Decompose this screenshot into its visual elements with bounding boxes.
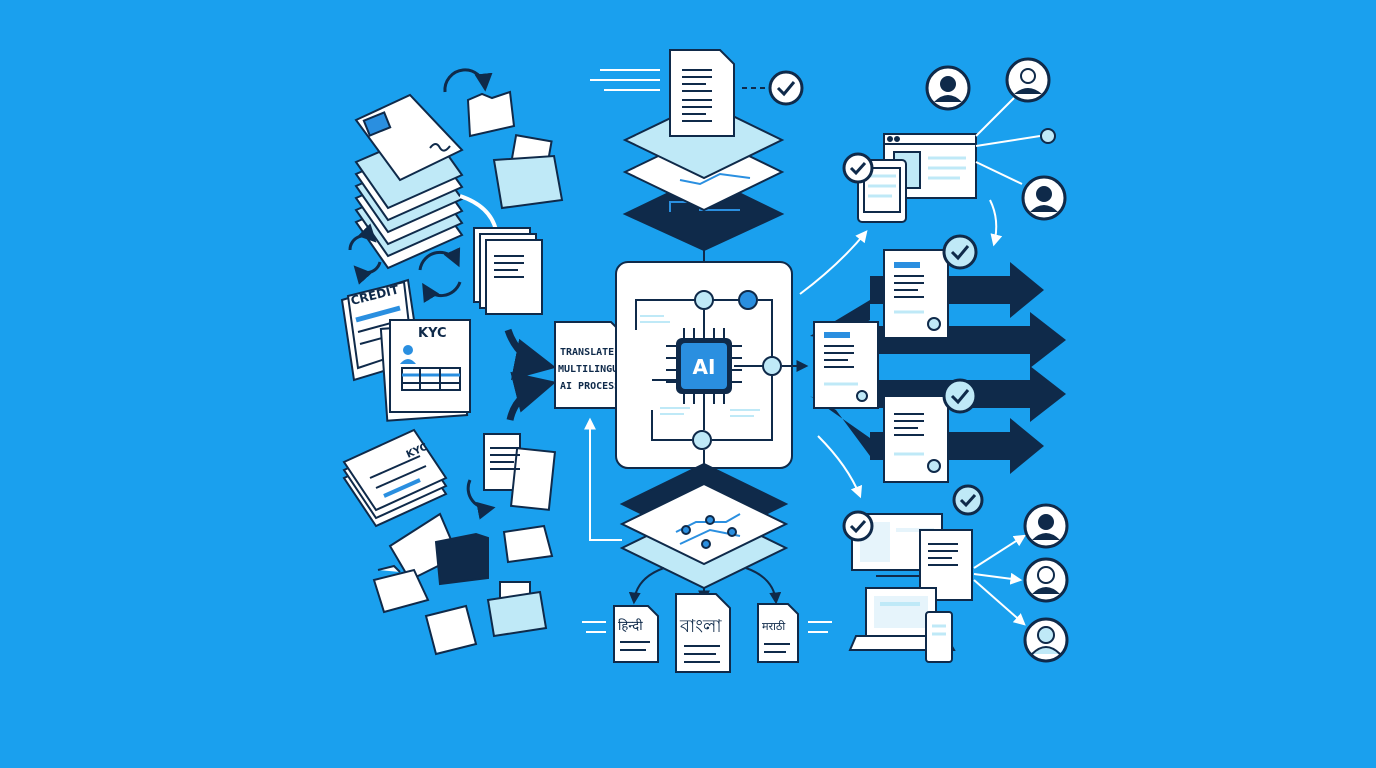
output-distribution: [799, 57, 1069, 663]
tablet-icon: [857, 159, 907, 223]
hindi-document: हिन्दी: [613, 605, 659, 663]
ai-chip-label: AI: [693, 355, 716, 379]
bengali-label: বাংলা: [679, 616, 722, 637]
ai-chip-icon: AI: [666, 328, 742, 404]
refresh-arrows-icon: [348, 68, 496, 520]
paper-stack: [354, 93, 464, 270]
translate-process-card: TRANSLATE MULTILINGUAL AI PROCESS: [554, 321, 630, 409]
user-avatar-icon: [1005, 57, 1051, 103]
process-line-2: MULTILINGUAL: [558, 364, 630, 375]
input-layer-stack: [622, 100, 785, 252]
marathi-label: मराठी: [762, 620, 785, 633]
kyc-document: [379, 319, 471, 422]
checkmark-icon: [942, 234, 978, 270]
process-line-3: AI PROCESS: [560, 381, 620, 392]
checkmark-icon: [952, 484, 984, 516]
checkmark-icon: [842, 152, 874, 184]
output-layer-stack: [619, 462, 789, 590]
phone-icon: [925, 611, 953, 663]
hindi-label: हिन्दी: [618, 618, 643, 634]
kyc-small-document-stack: [342, 428, 448, 528]
ai-pipeline: TRANSLATE MULTILINGUAL AI PROCESS: [554, 49, 832, 673]
process-line-1: TRANSLATE: [560, 347, 614, 358]
user-avatar-icon: [1023, 557, 1069, 603]
user-avatar-icon: [1023, 617, 1069, 663]
user-avatar-icon: [1021, 175, 1067, 221]
checkmark-icon: [768, 70, 804, 106]
document-pair: [483, 433, 557, 511]
left-document-cluster: CREDIT KYC KYC: [340, 68, 564, 656]
folder-pile: [372, 512, 554, 656]
input-document: [669, 49, 735, 137]
approved-document-bottom: [883, 395, 949, 483]
output-document: [813, 321, 879, 409]
checkmark-icon: [842, 510, 874, 542]
user-avatar-icon: [1023, 503, 1069, 549]
kyc-label: KYC: [418, 326, 447, 341]
folder-icon: [466, 90, 516, 138]
bengali-document: বাংলা: [675, 593, 731, 673]
folder-with-document-icon: [492, 134, 564, 210]
checkmark-icon: [942, 378, 978, 414]
document-stack: [473, 227, 543, 315]
user-avatar-icon: [925, 65, 971, 111]
marathi-document: मराठी: [757, 603, 799, 663]
approved-document-top: [883, 249, 949, 339]
